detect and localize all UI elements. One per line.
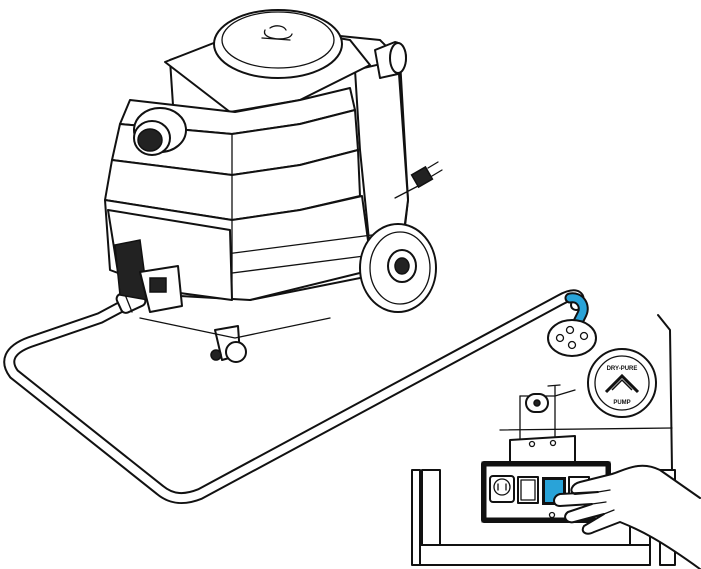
switch-icon[interactable]	[517, 476, 539, 504]
hose-end-icon	[564, 292, 589, 332]
hand-icon	[553, 464, 701, 569]
pump-out-badge: DRY-PURE PUMP	[587, 348, 657, 418]
badge-top-text: DRY-PURE	[607, 366, 638, 372]
vacuum-port-icon	[133, 107, 187, 156]
badge-bottom-text: PUMP	[613, 400, 630, 406]
floor-drain-icon	[547, 319, 597, 357]
extractor-machine	[104, 9, 443, 363]
wheel-icon	[359, 223, 437, 313]
outlet-icon	[489, 475, 515, 503]
